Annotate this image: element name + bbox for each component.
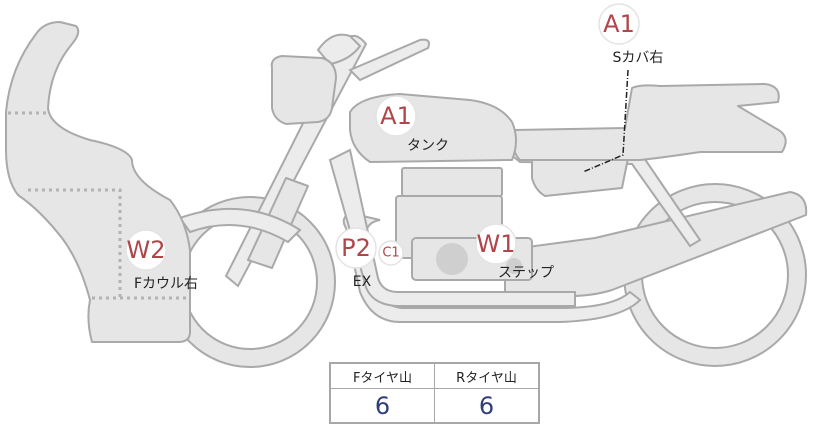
marker-label: タンク	[407, 138, 449, 154]
frame	[328, 148, 576, 307]
handlebar	[348, 38, 430, 82]
seat	[512, 83, 787, 161]
marker-code: W2	[127, 236, 166, 264]
front-tire-tread-header: Fタイヤ山	[329, 362, 435, 389]
marker-code: P2	[341, 234, 371, 262]
rear-tire-tread-value: 6	[434, 388, 540, 424]
side-cover-leader	[582, 69, 629, 173]
side-cover	[531, 157, 629, 197]
table-row: 6 6	[329, 388, 540, 424]
engine	[395, 167, 533, 281]
headlight	[270, 55, 337, 125]
marker-label: EX	[353, 274, 372, 290]
table-header-row: Fタイヤ山 Rタイヤ山	[329, 362, 540, 389]
marker-front-cowl-right[interactable]: W2 Fカウル右	[125, 229, 198, 292]
front-tire-tread-value: 6	[329, 388, 435, 424]
marker-side-cover-right[interactable]: A1 Sカバ右	[598, 3, 664, 66]
marker-code: W1	[477, 230, 516, 258]
marker-step[interactable]: W1 ステップ	[475, 223, 554, 281]
tire-tread-table: Fタイヤ山 Rタイヤ山 6 6	[329, 362, 540, 424]
marker-label: ステップ	[498, 265, 554, 281]
marker-exhaust[interactable]: P2 EX	[335, 227, 377, 290]
rear-tire-tread-header: Rタイヤ山	[434, 362, 540, 389]
marker-tank[interactable]: A1 タンク	[375, 95, 449, 154]
front-fender	[178, 207, 302, 244]
motorcycle-silhouette	[5, 21, 808, 368]
marker-code: A1	[380, 102, 412, 130]
front-cowl	[5, 21, 191, 343]
marker-label: Fカウル右	[134, 276, 198, 292]
marker-exhaust-extra[interactable]: C1	[378, 240, 404, 266]
marker-code: A1	[603, 10, 635, 38]
marker-code: C1	[382, 246, 399, 261]
marker-label: Sカバ右	[613, 50, 664, 66]
